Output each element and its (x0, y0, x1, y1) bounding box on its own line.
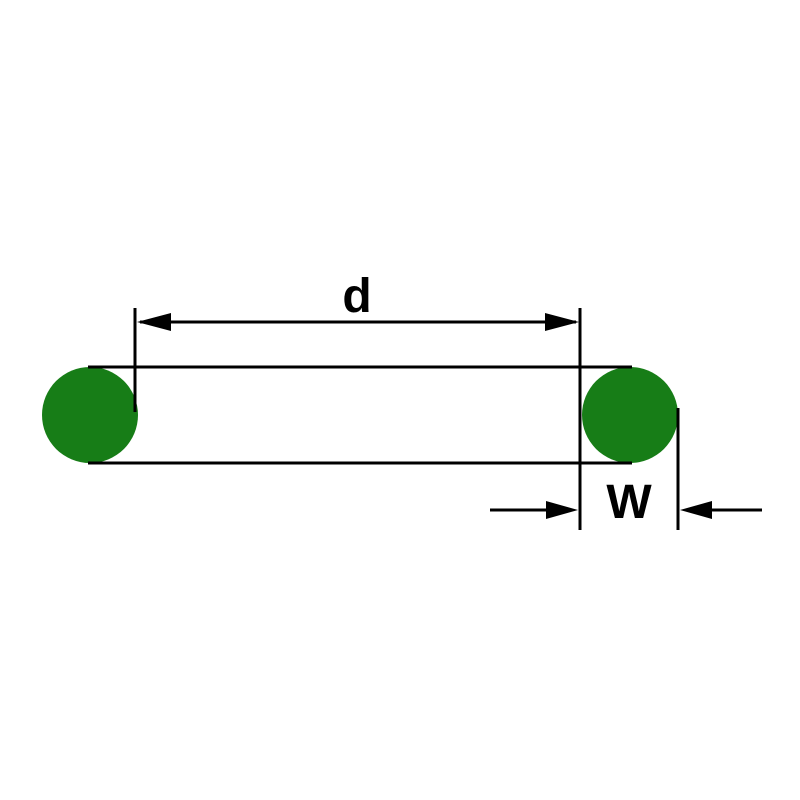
d-arrowhead-right (545, 313, 579, 331)
w-arrowhead-left (546, 501, 578, 519)
cross-section-width-label: W (606, 476, 652, 529)
w-arrowhead-right (680, 501, 712, 519)
oring-cross-section-left (42, 367, 138, 463)
d-arrowhead-left (137, 313, 171, 331)
oring-cross-section-right (582, 367, 678, 463)
inner-diameter-label: d (342, 270, 371, 323)
